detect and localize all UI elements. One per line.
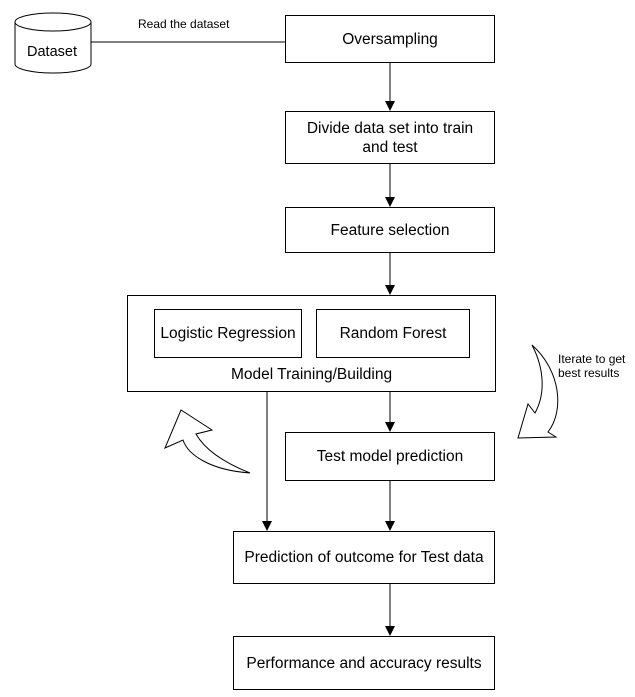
test-prediction-label: Test model prediction	[316, 448, 464, 465]
logistic-regression-box: Logistic Regression	[154, 309, 302, 358]
random-forest-label: Random Forest	[339, 325, 447, 342]
performance-label: Performance and accuracy results	[246, 654, 482, 672]
model-training-caption: Model Training/Building	[230, 366, 393, 383]
logistic-regression-label: Logistic Regression	[160, 325, 296, 342]
oversampling-box: Oversampling	[285, 15, 495, 63]
iterate-note: Iterate to get best results	[558, 352, 626, 380]
outcome-prediction-box: Prediction of outcome for Test data	[233, 531, 495, 584]
dataset-cylinder	[14, 12, 92, 74]
test-prediction-box: Test model prediction	[285, 432, 495, 481]
iterate-curved-arrow-left	[164, 409, 251, 474]
outcome-prediction-label: Prediction of outcome for Test data	[244, 549, 484, 566]
read-dataset-label: Read the dataset	[138, 17, 230, 31]
divide-label: Divide data set into train and test	[306, 119, 474, 156]
random-forest-box: Random Forest	[316, 309, 470, 358]
iterate-curved-arrow-right	[517, 344, 559, 439]
model-training-group: Logistic Regression Random Forest Model …	[127, 295, 496, 392]
performance-box: Performance and accuracy results	[233, 636, 495, 690]
divide-box: Divide data set into train and test	[285, 111, 495, 164]
oversampling-label: Oversampling	[342, 30, 438, 48]
feature-selection-box: Feature selection	[285, 207, 495, 253]
feature-selection-label: Feature selection	[330, 221, 450, 239]
dataset-label: Dataset	[27, 44, 77, 60]
